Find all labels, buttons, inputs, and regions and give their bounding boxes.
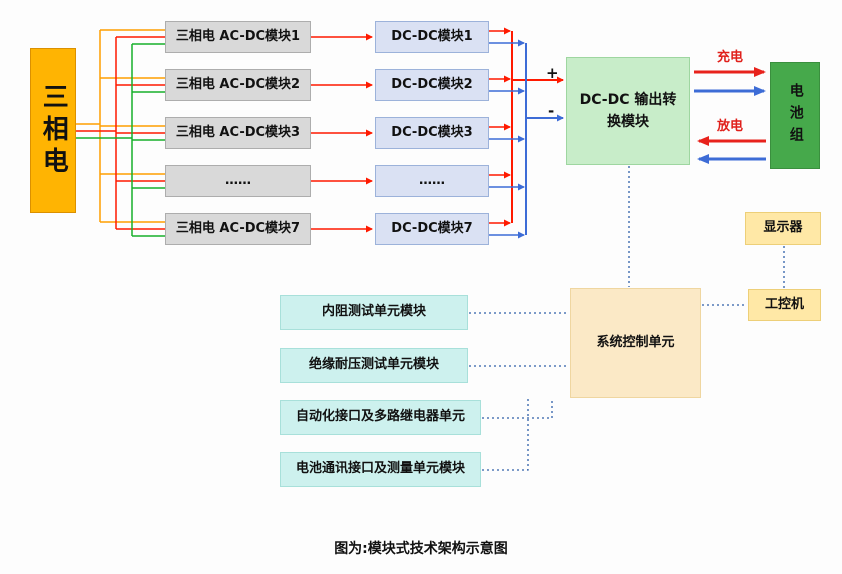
insulation-test-module-box: 绝缘耐压测试单元模块: [280, 348, 468, 383]
resistance-test-module-box: 内阻测试单元模块: [280, 295, 468, 330]
display-box: 显示器: [745, 212, 821, 245]
automation-relay-module-box: 自动化接口及多路继电器单元: [280, 400, 481, 435]
automation-to-control-link: [482, 399, 553, 419]
dc-positive-bus: [489, 27, 564, 227]
positive-terminal-label: +: [546, 64, 559, 82]
three-phase-wires: [76, 29, 165, 237]
figure-caption: 图为:模块式技术架构示意图: [334, 541, 508, 557]
charge-arrows: [694, 67, 766, 96]
dcdc-module-7: DC-DC模块7: [375, 213, 489, 245]
dcdc-module-2: DC-DC模块2: [375, 69, 489, 101]
battery-comm-module-box: 电池通讯接口及测量单元模块: [280, 452, 481, 487]
discharge-arrows: [697, 136, 766, 164]
acdc-module-1: 三相电 AC-DC模块1: [165, 21, 311, 53]
dcdc-output-converter-box: DC-DC 输出转换模块: [566, 57, 690, 165]
acdc-module-2: 三相电 AC-DC模块2: [165, 69, 311, 101]
system-control-unit-box: 系统控制单元: [570, 288, 701, 398]
charge-label: 充电: [716, 50, 743, 65]
discharge-label: 放电: [716, 119, 743, 134]
acdc-module-7: 三相电 AC-DC模块7: [165, 213, 311, 245]
three-phase-source-box: 三相电: [30, 48, 76, 213]
dcdc-module-1: DC-DC模块1: [375, 21, 489, 53]
acdc-module-ellipsis: ……: [165, 165, 311, 197]
negative-terminal-label: -: [548, 102, 555, 120]
industrial-pc-box: 工控机: [748, 289, 821, 321]
battery-comm-to-control-link: [482, 399, 529, 471]
acdc-to-dcdc-wires: [311, 33, 373, 233]
dcdc-module-3: DC-DC模块3: [375, 117, 489, 149]
battery-pack-box: 电池组: [770, 62, 820, 169]
dcdc-module-ellipsis: ……: [375, 165, 489, 197]
acdc-module-3: 三相电 AC-DC模块3: [165, 117, 311, 149]
